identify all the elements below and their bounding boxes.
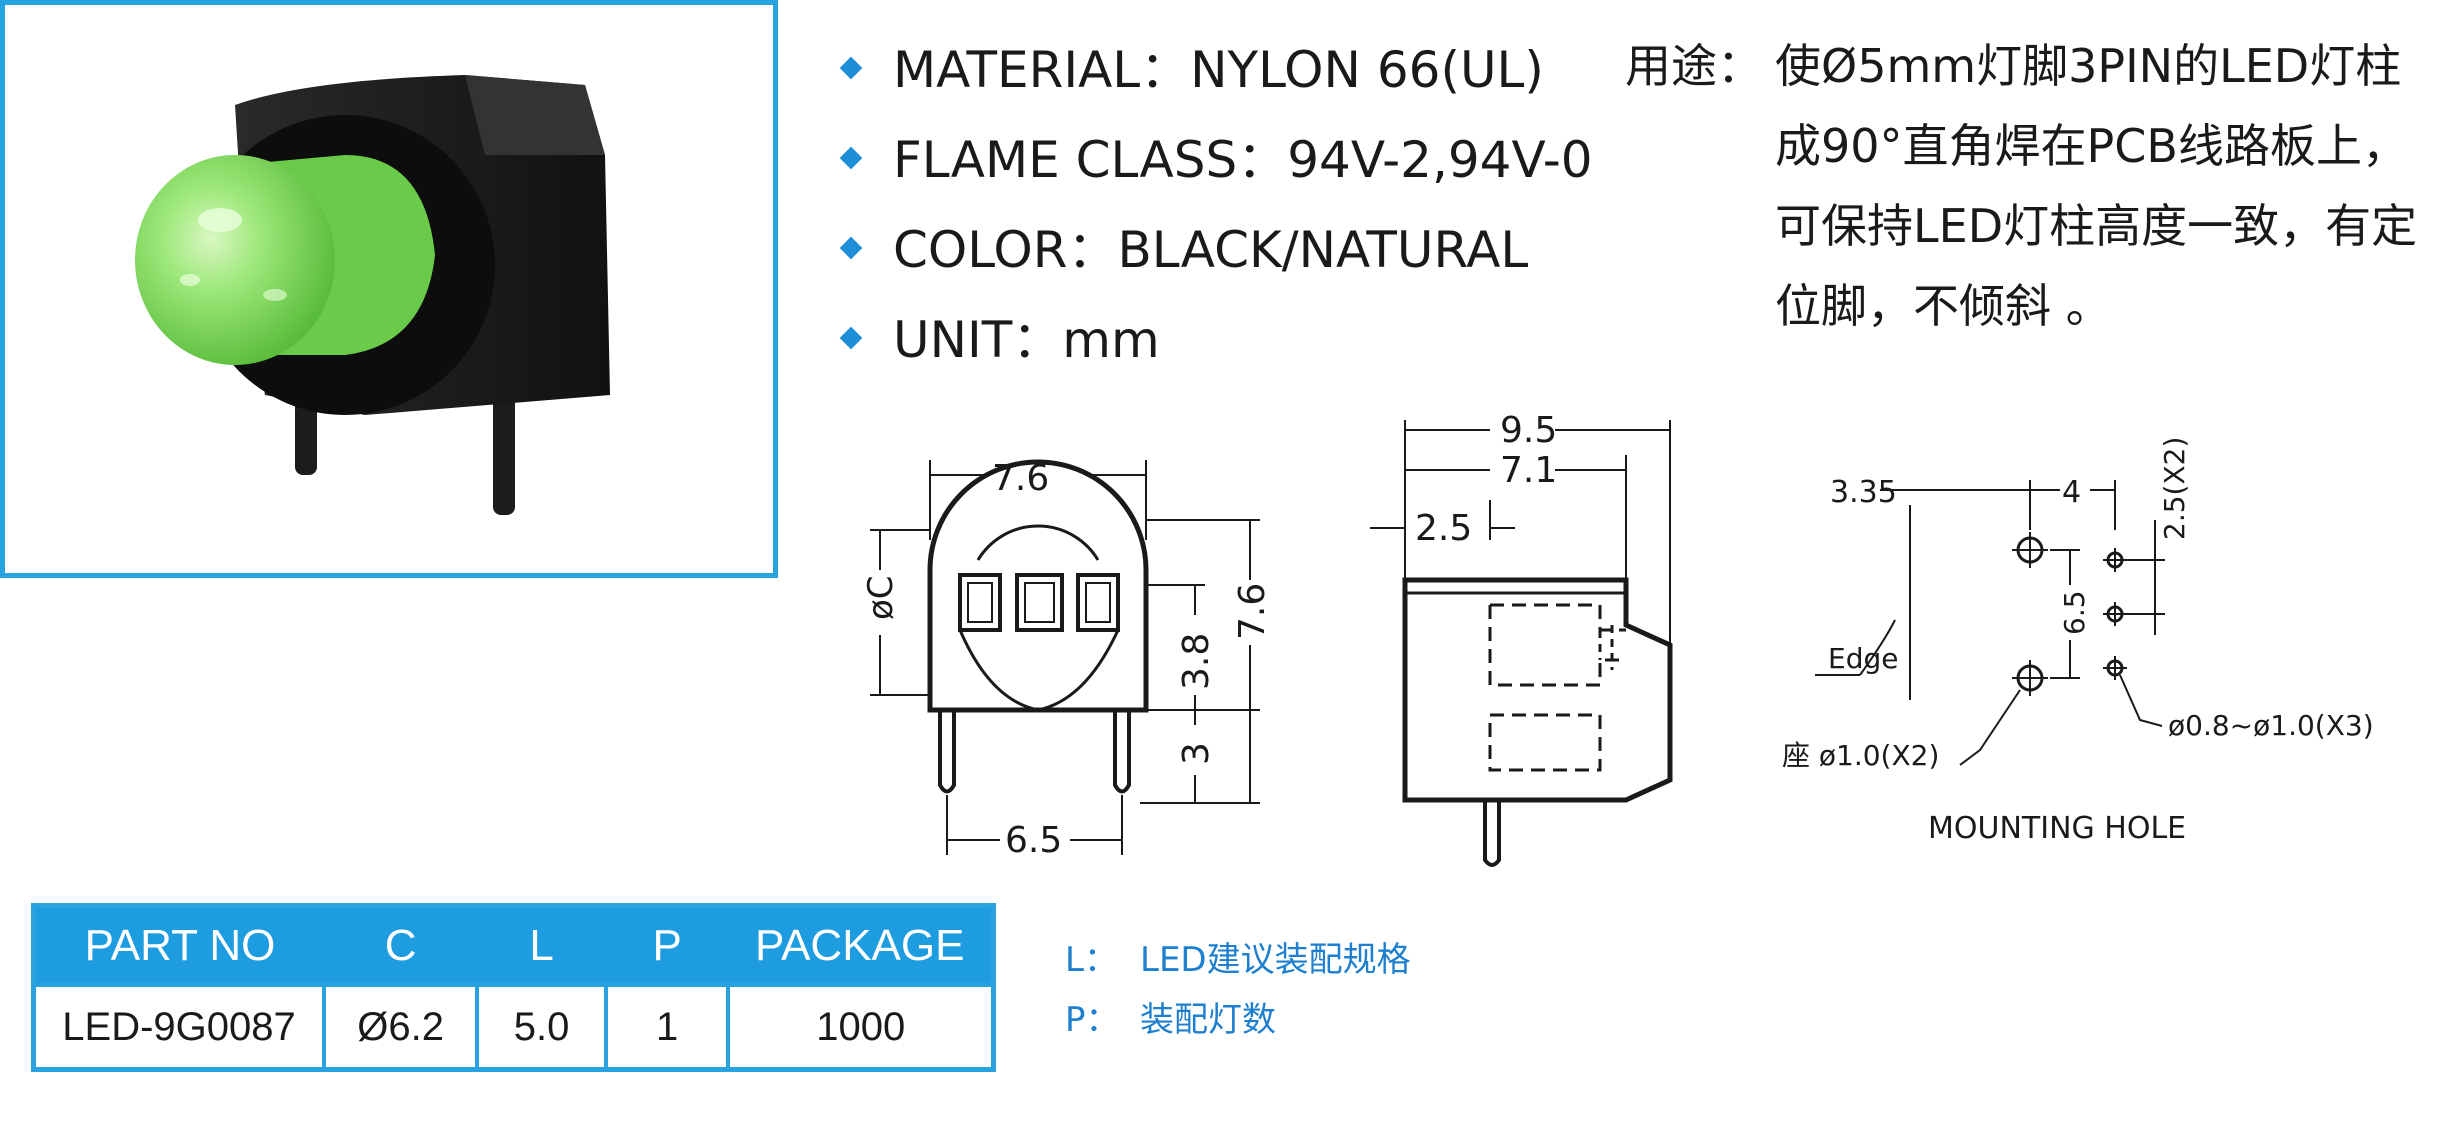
spec-color: COLOR：BLACK/NATURAL [839,220,1529,280]
spec-sep: ： [1012,311,1063,369]
spec-value: mm [1062,311,1160,369]
hole-big-label: 座 ø1.0(X2) [1782,739,1939,772]
dim-front-top: 7.6 [992,458,1049,499]
dim-front-diameter: øC [861,575,901,620]
side-view-drawing: 9.5 7.1 2.5 [1370,410,1673,867]
col-l: L [477,905,606,985]
note-l-text: LED建议装配规格 [1140,940,1411,980]
dim-side-total: 9.5 [1500,410,1557,451]
led-holder-image [135,75,610,515]
dim-front-height: 7.6 [1232,583,1273,640]
edge-label: Edge [1828,642,1898,675]
col-package: PACKAGE [728,905,994,985]
part-table: PART NO C L P PACKAGE LED-9G0087 Ø6.2 5.… [31,903,996,1072]
usage-line: 位脚，不倾斜 。 [1775,279,2112,333]
dim-mount-pitch: 2.5(X2) [2158,437,2191,540]
spec-key: FLAME CLASS [893,131,1238,189]
dim-side-body: 7.1 [1500,450,1557,491]
usage-line: 可保持LED灯柱高度一致，有定 [1775,199,2418,253]
front-view-drawing: 7.6 øC 7.6 3.8 3 6.5 [861,458,1273,861]
diamond-bullet-icon [839,146,863,169]
spec-unit: UNIT：mm [839,310,1160,370]
col-p: P [605,905,729,985]
usage-line: 使Ø5mm灯脚3PIN的LED灯柱 [1775,39,2402,93]
cell-c: Ø6.2 [322,983,480,1072]
spec-value: BLACK/NATURAL [1117,221,1529,279]
dim-front-bottom: 6.5 [1005,820,1062,861]
note-l-key: L： [1065,940,1118,980]
cell-l: 5.0 [475,983,608,1072]
spec-material: MATERIAL：NYLON 66(UL) [839,40,1544,100]
dim-mount-edge: 3.35 [1830,475,1897,510]
table-row: LED-9G0087 Ø6.2 5.0 1 1000 [31,983,996,1072]
table-header-row: PART NO C L P PACKAGE [33,905,994,985]
spec-value: NYLON 66(UL) [1190,41,1544,99]
usage-label: 用途： [1625,39,1763,93]
spec-key: COLOR [893,221,1068,279]
cell-package: 1000 [726,983,996,1072]
spec-sep: ： [1067,221,1118,279]
spec-key: UNIT [893,311,1013,369]
diamond-bullet-icon [839,56,863,79]
note-p-text: 装配灯数 [1140,1000,1276,1040]
product-photo [0,0,778,578]
col-part-no: PART NO [33,905,325,985]
cell-p: 1 [603,983,731,1072]
dim-mount-spacing: 4 [2062,475,2081,510]
spec-sep: ： [1237,131,1288,189]
dim-front-inner: 3.8 [1176,633,1217,690]
spec-flame: FLAME CLASS：94V-2,94V-0 [839,130,1593,190]
diamond-bullet-icon [839,326,863,349]
cell-part-no: LED-9G0087 [31,983,327,1072]
diamond-bullet-icon [839,236,863,259]
dim-front-pin: 3 [1176,742,1217,765]
col-c: C [324,905,478,985]
dim-side-offset: 2.5 [1415,508,1472,549]
note-p-key: P： [1065,1000,1120,1040]
spec-key: MATERIAL [893,41,1141,99]
hole-small-label: ø0.8~ø1.0(X3) [2168,709,2374,742]
dim-mount-vertical: 6.5 [2058,590,2091,635]
spec-sep: ： [1140,41,1191,99]
spec-value: 94V-2,94V-0 [1287,131,1593,189]
mounting-title: MOUNTING HOLE [1928,811,2186,846]
usage-line: 成90°直角焊在PCB线路板上， [1775,119,2408,173]
mounting-hole-drawing: 3.35 4 2.5(X2) 6.5 Edge 座 ø1.0(X2) ø0.8~… [1782,437,2374,846]
